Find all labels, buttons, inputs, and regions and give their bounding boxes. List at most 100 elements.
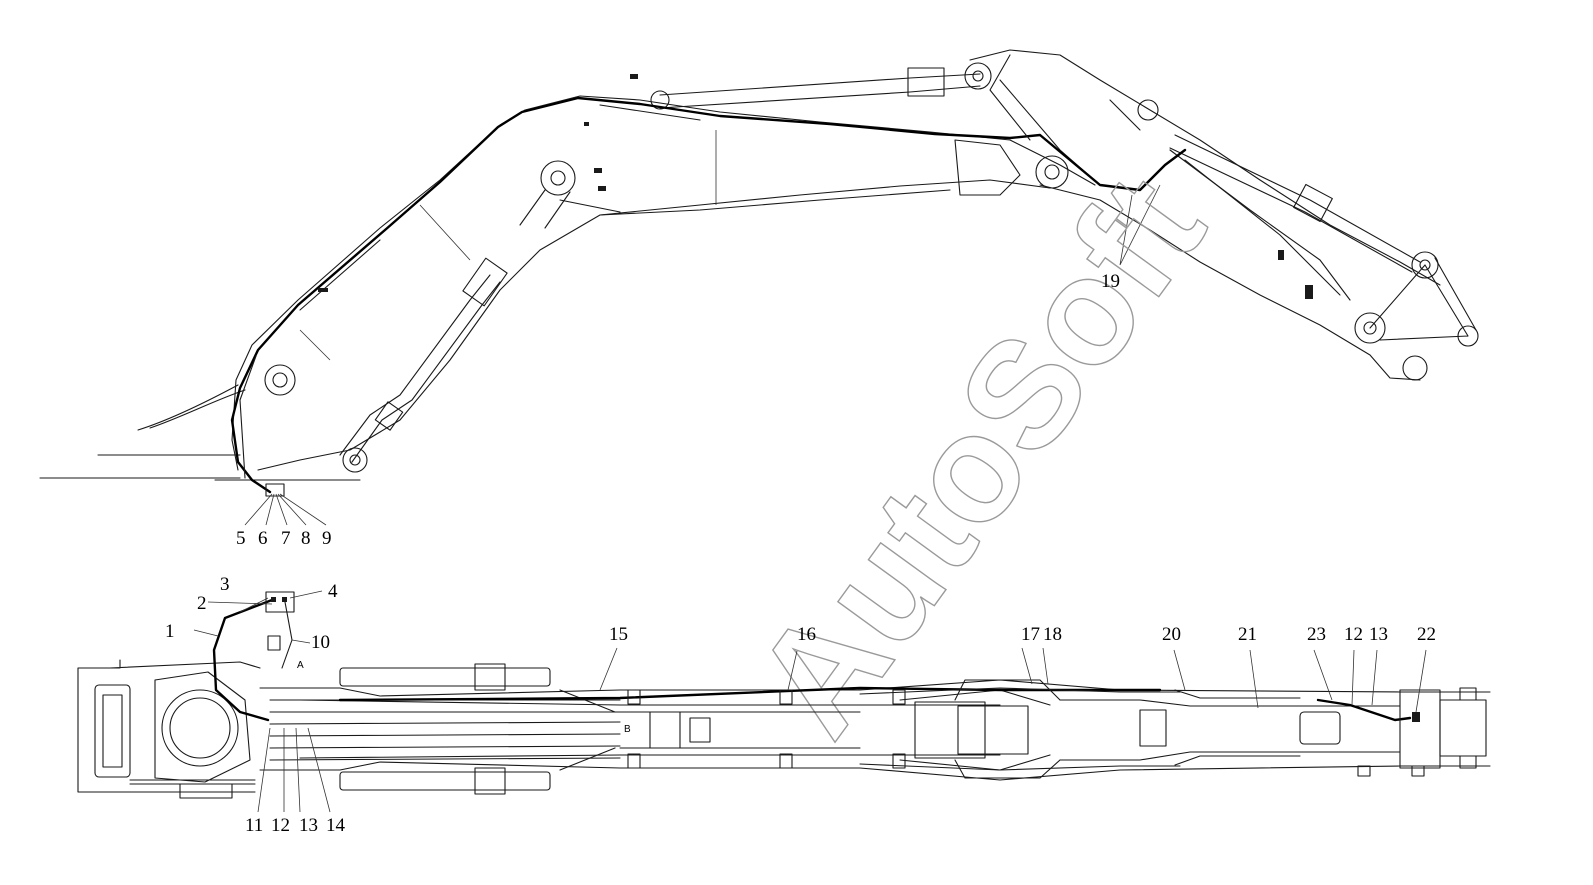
callout-11: 11 xyxy=(245,815,263,836)
center-bracket xyxy=(519,189,571,229)
hose-17-18 xyxy=(859,687,1181,771)
callout-7: 7 xyxy=(281,528,291,549)
hose-1 xyxy=(212,598,274,722)
bucket-pin xyxy=(1354,312,1386,344)
callout-18: 18 xyxy=(1043,624,1062,645)
arm-pivot-frame xyxy=(914,701,986,759)
junction-block-b xyxy=(649,711,681,749)
base-line xyxy=(39,454,361,481)
fitting xyxy=(598,186,606,191)
callout-13: 13 xyxy=(299,815,318,836)
callout-21: 21 xyxy=(1238,624,1257,645)
callout-1: 1 xyxy=(165,621,175,642)
clamp-10 xyxy=(267,635,281,651)
callout-4: 4 xyxy=(328,581,338,602)
callouts: 5 6 7 8 9 19 3 4 2 1 10 11 12 13 14 15 1… xyxy=(165,271,1436,836)
swing-bearing-inner xyxy=(169,697,231,759)
junction-block-b2 xyxy=(689,717,711,743)
bucket-cylinder xyxy=(1169,134,1421,273)
callout-22: 22 xyxy=(1417,624,1436,645)
callout-16: 16 xyxy=(797,624,816,645)
swing-bearing xyxy=(161,689,239,767)
callout-14: 14 xyxy=(326,815,346,836)
counterweight-step xyxy=(179,783,233,799)
clamp xyxy=(779,753,793,769)
frame-lines xyxy=(137,384,246,431)
arm-cyl-rear-pin xyxy=(650,90,670,110)
fitting xyxy=(630,74,638,79)
boom-cylinder-right xyxy=(339,771,551,791)
view-label-a: A xyxy=(297,660,304,671)
callout-19: 19 xyxy=(1101,271,1120,292)
turntable-plate xyxy=(154,671,251,783)
fitting xyxy=(1278,250,1284,260)
view-label-b: B xyxy=(624,724,631,735)
bucket-end-lug-bottom xyxy=(1459,755,1477,769)
leader-19 xyxy=(1119,184,1161,266)
bucket-end-lug-top xyxy=(1459,687,1477,701)
bucket-end-plate xyxy=(1439,699,1487,757)
fitting-22 xyxy=(1412,712,1420,722)
bucket-pin-low xyxy=(1402,355,1428,381)
callout-17: 17 xyxy=(1021,624,1040,645)
callout-20: 20 xyxy=(1162,624,1181,645)
arm-cyl-front-pin-inner xyxy=(972,70,984,82)
cab-window xyxy=(94,684,131,778)
valve-port xyxy=(282,597,287,602)
hose-20 xyxy=(1174,689,1301,766)
arm-pivot-detail xyxy=(954,679,1061,779)
callout-3: 3 xyxy=(220,574,230,595)
leader-bottom xyxy=(193,590,1427,813)
top-view: A B xyxy=(77,590,1491,813)
callout-2: 2 xyxy=(197,593,207,614)
arm-outline-upper xyxy=(969,49,1441,286)
hose-bundle xyxy=(269,699,621,761)
arm-cylinder-collar xyxy=(907,67,945,97)
link-pin-top xyxy=(1411,251,1439,279)
boom-hose-secondary xyxy=(239,104,701,479)
arm-link xyxy=(954,139,1021,196)
callout-12-right: 12 xyxy=(1344,624,1363,645)
callout-10: 10 xyxy=(311,632,330,653)
callout-23: 23 xyxy=(1307,624,1326,645)
callout-9: 9 xyxy=(322,528,332,549)
arm-boom-pin-inner xyxy=(1044,164,1060,180)
arm-outline-lower xyxy=(1039,184,1421,381)
callout-12: 12 xyxy=(271,815,290,836)
boom-foot-pin-inner xyxy=(272,372,288,388)
bucket-link xyxy=(1369,257,1477,341)
boom-cyl-pin-inner xyxy=(349,454,361,466)
boom-cylinder xyxy=(339,274,501,463)
arm-cylinder xyxy=(659,73,981,109)
callout-8: 8 xyxy=(301,528,311,549)
cab-inner xyxy=(102,694,123,768)
valve-block-a xyxy=(265,591,295,613)
fitting xyxy=(584,122,589,126)
boom-cylinder-collar xyxy=(462,257,508,307)
boom-cylinder-head xyxy=(374,401,404,431)
lug xyxy=(1357,765,1371,777)
arm-boom-pin xyxy=(1035,155,1069,189)
clamp xyxy=(627,689,641,705)
cyl-collar-right xyxy=(474,767,506,795)
boom-hose-main xyxy=(230,96,1187,494)
cyl-collar-left xyxy=(474,663,506,691)
connector-block xyxy=(265,483,285,497)
callout-13-right: 13 xyxy=(1369,624,1388,645)
boom-center-lines xyxy=(299,699,1001,759)
lug xyxy=(1411,765,1425,777)
boom-inner-line xyxy=(559,189,951,216)
valve-port xyxy=(271,597,276,602)
arm-cyl-front-pin xyxy=(964,62,992,90)
boom-outline-lower xyxy=(257,179,1051,471)
boom-top-edge xyxy=(259,679,1491,697)
boom-foot-pin xyxy=(264,364,296,396)
boom-taper xyxy=(559,689,1051,771)
arm-pivot-frame-2 xyxy=(957,705,1029,755)
fitting xyxy=(1305,285,1313,299)
base-hatch xyxy=(129,779,256,785)
arm-top-view xyxy=(1059,699,1401,761)
clamp xyxy=(779,689,793,705)
